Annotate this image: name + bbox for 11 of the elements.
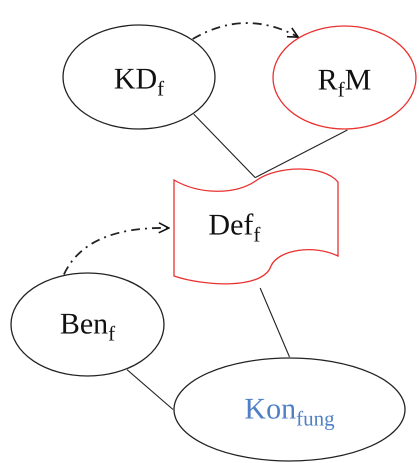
connector-line xyxy=(254,129,348,178)
connector-line xyxy=(126,369,174,410)
connector-line xyxy=(260,288,290,358)
node-label: KD$_{f}$ xyxy=(114,64,164,100)
node-label: Def$_{f}$ xyxy=(208,210,260,246)
node-label: Ben$_{f}$ xyxy=(60,308,116,344)
node-label: Kon$_{fung}$ xyxy=(244,394,335,430)
arrow xyxy=(192,22,299,40)
connector-line xyxy=(193,114,256,178)
arrow xyxy=(63,222,170,275)
node-label: R$_{f}$M xyxy=(318,65,372,100)
